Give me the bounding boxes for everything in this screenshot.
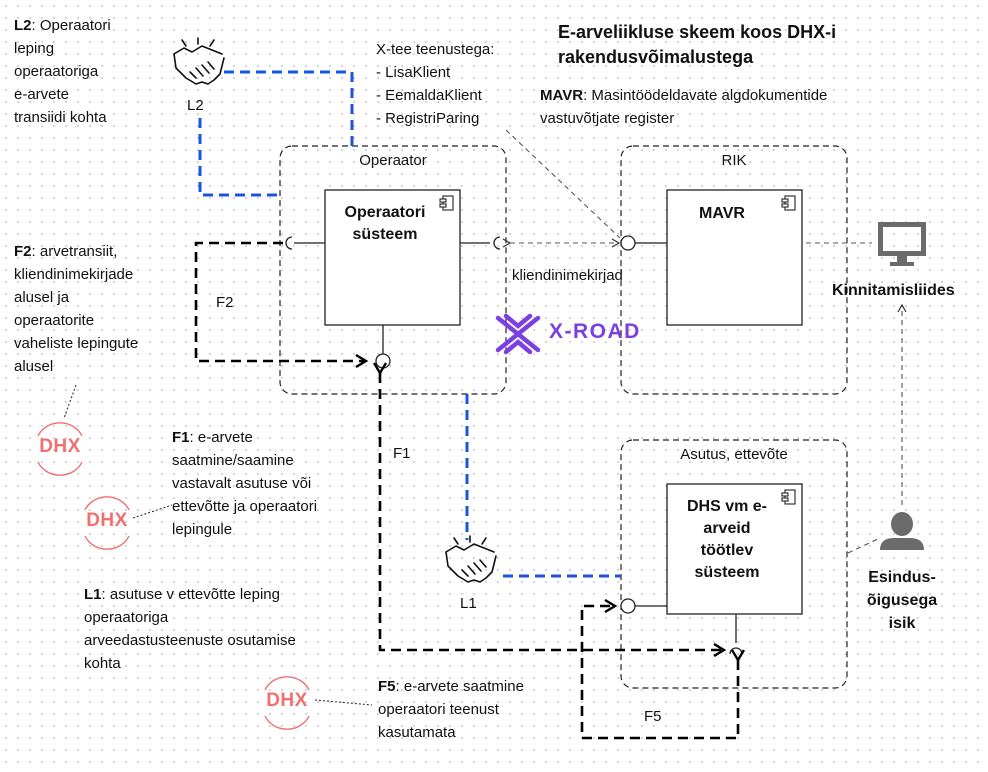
handshake-icon: [173, 37, 225, 85]
flow-lines: [194, 241, 738, 740]
note-l1: L1: asutuse v ettevõtte leping operaator…: [84, 586, 296, 672]
note-mavr: MAVR: Masintöödeldavate algdokumentide v…: [540, 87, 828, 127]
esindus-label: Esindus- õigusega isik: [866, 569, 938, 632]
note-xtee: X-tee teenustega: - LisaKlient - Eemalda…: [376, 41, 495, 127]
dhx-badge: DHX: [75, 492, 139, 552]
kliendinimekirjad-label: kliendinimekirjad: [512, 267, 623, 284]
handshake-icon: [445, 535, 497, 583]
monitor-icon: [878, 222, 926, 266]
rik-title: RIK: [721, 152, 747, 169]
x-road-logo: [495, 313, 541, 355]
mavr-box: [666, 189, 803, 326]
note-f5: F5: e-arvete saatmine operaatori teenust…: [378, 678, 524, 741]
dhx-badge: DHX: [28, 418, 92, 478]
mavr-label: MAVR: [699, 205, 745, 222]
component-icon: [439, 195, 454, 211]
dhs-label: DHS vm e- arveid töötlev süsteem: [686, 498, 768, 581]
operaatori-susteem-label: Operaatori süsteem: [344, 204, 426, 243]
flow-label-f5: F5: [644, 708, 662, 725]
x-road-label: X-ROAD: [549, 320, 641, 343]
handshake-label-l1: L1: [460, 595, 477, 612]
flow-label-f2: F2: [216, 294, 234, 311]
rik-boundary: [620, 145, 848, 395]
component-icon: [781, 195, 796, 211]
operaator-title: Operaator: [359, 152, 427, 169]
asutus-boundary: [620, 439, 848, 689]
kinnitamisliides-label: Kinnitamisliides: [832, 282, 955, 299]
flow-label-f1: F1: [393, 445, 411, 462]
operaatori-susteem-box: [324, 189, 461, 326]
note-f2: F2: arvetransiit, kliendinimekirjade alu…: [14, 243, 139, 375]
note-l2: L2: Operaatori leping operaatoriga e-arv…: [14, 17, 111, 126]
person-icon: [880, 512, 924, 550]
note-f1: F1: e-arvete saatmine/saamine vastavalt …: [172, 429, 318, 538]
asutus-title: Asutus, ettevõte: [680, 446, 788, 463]
handshake-label-l2: L2: [187, 97, 204, 114]
note-connectors: [63, 384, 373, 706]
dhx-badge: DHX: [255, 672, 319, 732]
connector-lines: [502, 129, 907, 554]
diagram-title: E-arveliikluse skeem koos DHX-i rakendus…: [558, 22, 837, 67]
component-icon: [781, 489, 796, 505]
